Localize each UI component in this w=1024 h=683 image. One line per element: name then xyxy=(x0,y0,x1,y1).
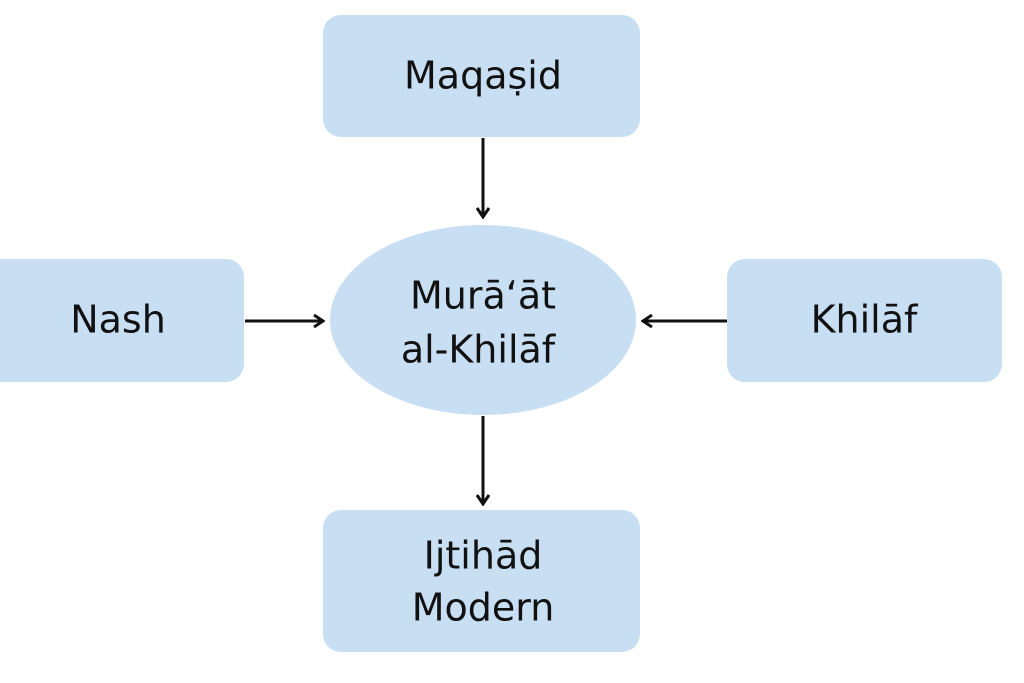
node-nash-label: Nash xyxy=(70,298,166,342)
node-maqasid: Maqaṣid xyxy=(323,15,640,137)
center-label-line1: Murāʻāt xyxy=(410,274,556,318)
node-muraat-al-khilaf: Murāʻāt al-Khilāf xyxy=(330,225,636,415)
node-khilaf: Khilāf xyxy=(727,259,1002,382)
node-khilaf-label: Khilāf xyxy=(811,298,919,342)
node-nash: Nash xyxy=(0,259,244,382)
bottom-label-line2: Modern xyxy=(412,586,555,630)
bottom-label-line1: Ijtihād xyxy=(424,534,543,578)
node-maqasid-label: Maqaṣid xyxy=(404,54,562,98)
center-label-line2: al-Khilāf xyxy=(401,328,557,372)
node-ijtihad-modern: Ijtihād Modern xyxy=(323,510,640,652)
